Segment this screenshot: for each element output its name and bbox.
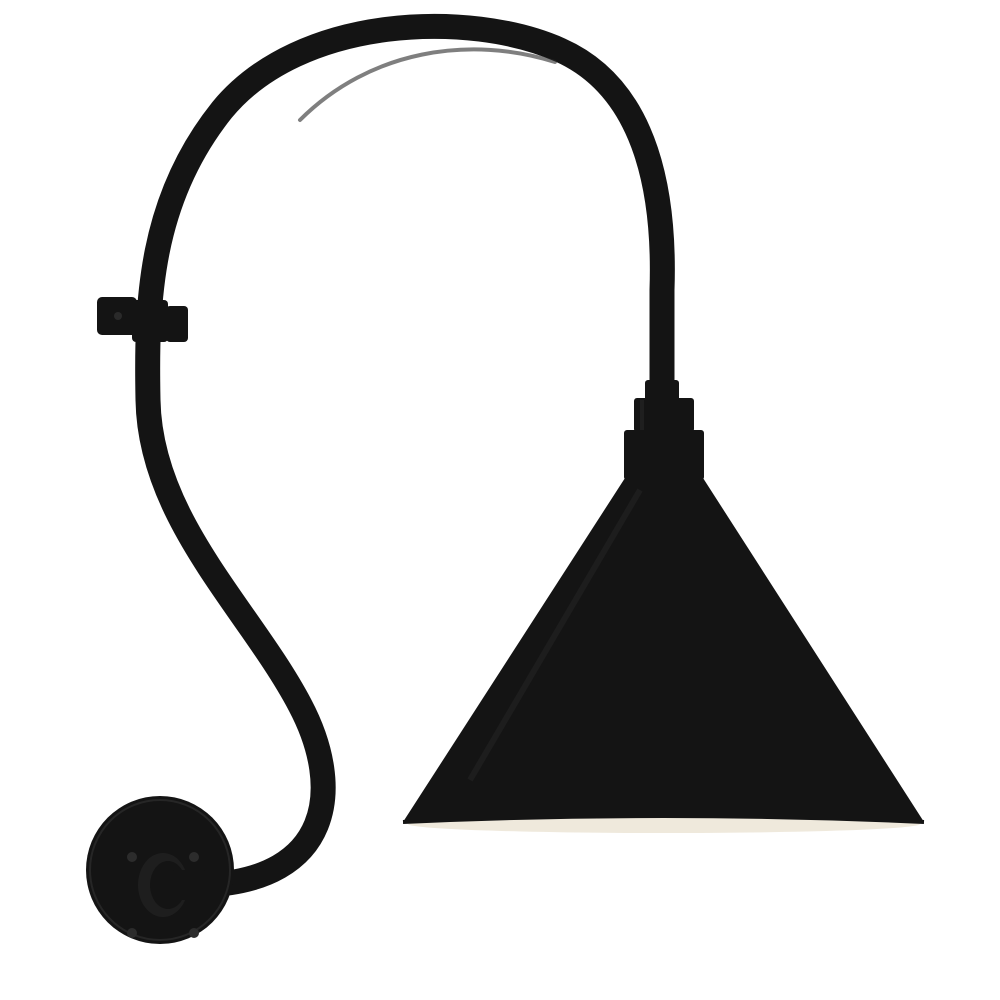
gooseneck-arm [135, 13, 675, 898]
gooseneck-arm-highlight [298, 47, 557, 122]
shade-fitter [624, 380, 704, 480]
wall-backplate [86, 796, 234, 944]
backplate-screw [189, 852, 199, 862]
backplate-screw [189, 928, 199, 938]
backplate-screw [127, 928, 137, 938]
arm-clamp [97, 297, 188, 342]
backplate-screw [127, 852, 137, 862]
shade-interior-rim [408, 815, 920, 833]
lamp-shade [402, 478, 925, 833]
